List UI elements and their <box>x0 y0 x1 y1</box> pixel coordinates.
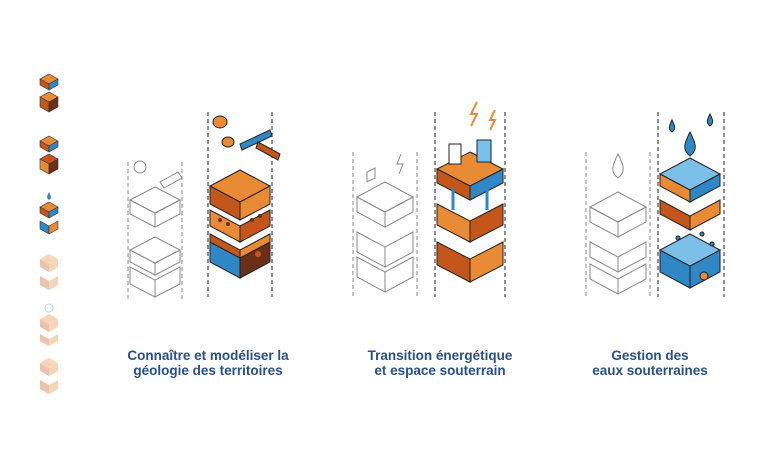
faded-thumbnail-icon <box>40 254 58 290</box>
panel-geology[interactable] <box>120 92 300 322</box>
energy-thumbnail-icon <box>39 135 59 175</box>
caption-groundwater: Gestion des eaux souterraines <box>540 348 760 378</box>
caption-line: Gestion des <box>611 348 689 363</box>
caption-geology: Connaître et modéliser la géologie des t… <box>98 348 318 378</box>
panel-groundwater[interactable] <box>580 92 760 322</box>
groundwater-drops-icon <box>585 112 725 297</box>
geology-thumbnail-icon <box>39 73 59 113</box>
thumbnail-5[interactable] <box>36 300 62 348</box>
caption-line: Transition énergétique <box>367 348 513 363</box>
water-thumbnail-icon <box>39 192 59 235</box>
thumbnail-6[interactable] <box>36 352 62 400</box>
thumbnail-energy[interactable] <box>36 130 62 178</box>
faded-thumbnail-icon <box>40 358 58 394</box>
geology-hammer-icon <box>127 112 281 302</box>
faded-thumbnail-icon <box>40 303 58 346</box>
caption-line: eaux souterraines <box>592 363 708 378</box>
panel-energy[interactable] <box>345 92 525 322</box>
thumbnail-water[interactable] <box>36 188 62 236</box>
caption-energy: Transition énergétique et espace souterr… <box>330 348 550 378</box>
caption-line: Connaître et modéliser la <box>127 348 289 363</box>
caption-line: géologie des territoires <box>133 363 283 378</box>
energy-underground-icon <box>352 101 506 297</box>
thumbnail-geology[interactable] <box>36 70 62 118</box>
caption-line: et espace souterrain <box>374 363 506 378</box>
thumbnail-4[interactable] <box>36 246 62 294</box>
